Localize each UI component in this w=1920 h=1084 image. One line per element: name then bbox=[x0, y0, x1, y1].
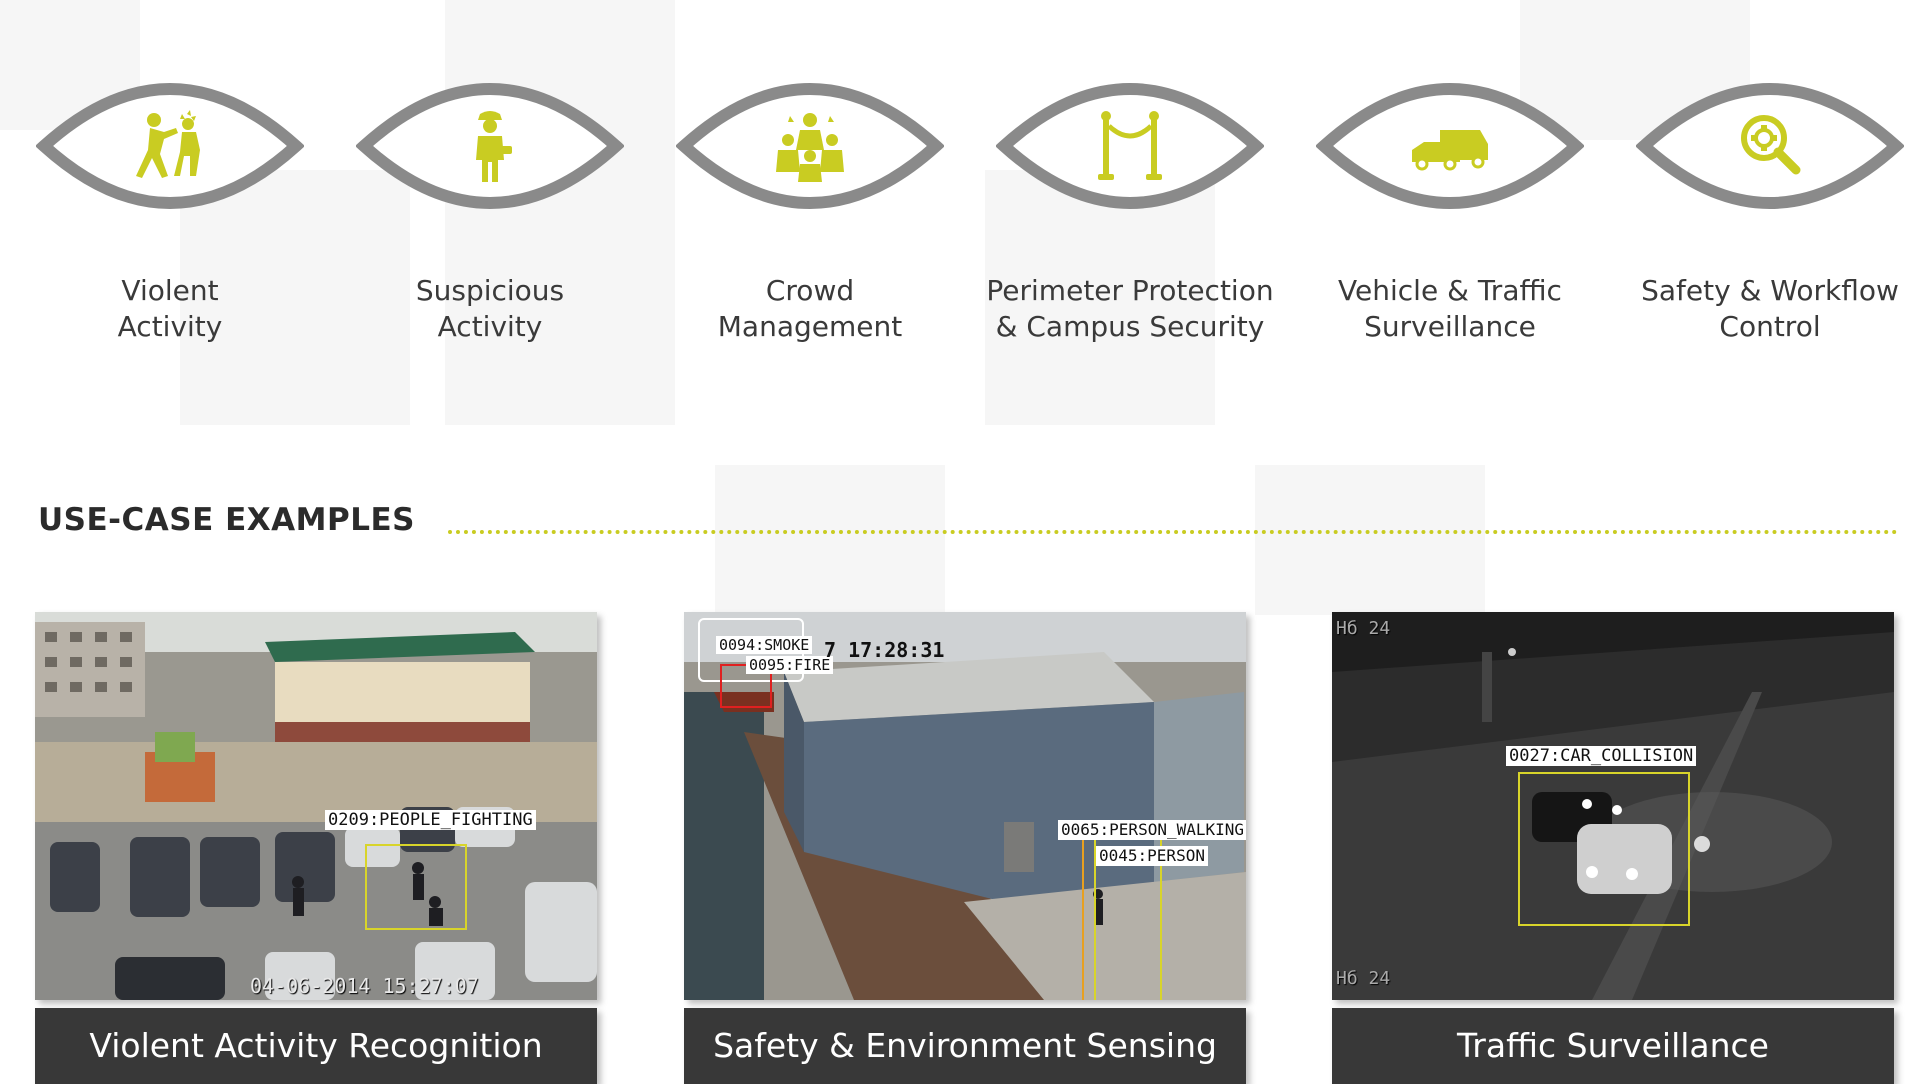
scene-illustration bbox=[35, 612, 597, 1000]
surveillance-frame: 0209:PEOPLE_FIGHTING 04-06-2014 15:27:07 bbox=[35, 612, 597, 1000]
barrier-rope-icon bbox=[1098, 111, 1162, 180]
example-caption: Violent Activity Recognition bbox=[35, 1008, 597, 1084]
section-title: USE-CASE EXAMPLES bbox=[38, 502, 415, 538]
dotted-divider bbox=[448, 530, 1898, 534]
category-vehicle-traffic[interactable]: Vehicle & Traffic Surveillance bbox=[1290, 68, 1610, 368]
label-line: Activity bbox=[117, 310, 223, 343]
category-label: Suspicious Activity bbox=[330, 273, 650, 345]
category-label: Safety & Workflow Control bbox=[1610, 273, 1920, 345]
scene-illustration bbox=[1332, 612, 1894, 1000]
detection-label: 0027:CAR_COLLISION bbox=[1506, 746, 1697, 766]
channel-logo: Нб 24 bbox=[1336, 618, 1391, 639]
detection-label: 0094:SMOKE bbox=[716, 636, 813, 654]
eye-frame bbox=[1636, 68, 1904, 224]
timestamp-overlay: 04-06-2014 15:27:07 bbox=[250, 974, 479, 998]
category-label: Violent Activity bbox=[10, 273, 330, 345]
bg-block bbox=[715, 465, 945, 615]
example-card-violent[interactable]: 0209:PEOPLE_FIGHTING 04-06-2014 15:27:07… bbox=[35, 612, 597, 1084]
category-label: Perimeter Protection & Campus Security bbox=[970, 273, 1290, 345]
eye-frame bbox=[36, 68, 304, 224]
category-perimeter-protection[interactable]: Perimeter Protection & Campus Security bbox=[970, 68, 1290, 368]
category-violent-activity[interactable]: Violent Activity bbox=[10, 68, 330, 368]
section-header: USE-CASE EXAMPLES bbox=[38, 502, 1898, 542]
category-crowd-management[interactable]: Crowd Management bbox=[650, 68, 970, 368]
crowd-icon bbox=[776, 113, 844, 182]
eye-frame bbox=[996, 68, 1264, 224]
example-card-traffic[interactable]: Нб 24 Нб 24 0027:CAR_COLLISION Traffic S… bbox=[1332, 612, 1894, 1084]
label-line: Management bbox=[717, 310, 903, 343]
clock-overlay: 7 17:28:31 bbox=[824, 638, 945, 662]
scene-illustration bbox=[684, 612, 1246, 1000]
detection-label: 0045:PERSON bbox=[1096, 846, 1208, 866]
eye-frame bbox=[356, 68, 624, 224]
detection-label: 0095:FIRE bbox=[746, 656, 834, 674]
eye-frame bbox=[1316, 68, 1584, 224]
magnifier-gear-icon bbox=[1741, 115, 1801, 175]
channel-logo-bottom: Нб 24 bbox=[1336, 968, 1391, 989]
label-line: Control bbox=[1719, 310, 1821, 343]
label-line: Surveillance bbox=[1364, 310, 1536, 343]
detection-label: 0065:PERSON_WALKING bbox=[1058, 820, 1246, 840]
category-safety-workflow[interactable]: Safety & Workflow Control bbox=[1610, 68, 1920, 368]
fighting-people-icon bbox=[136, 110, 200, 178]
category-label: Vehicle & Traffic Surveillance bbox=[1290, 273, 1610, 345]
label-line: Activity bbox=[437, 310, 543, 343]
label-line: Suspicious bbox=[415, 274, 565, 307]
capabilities-row: Violent Activity Suspicious Activity bbox=[0, 0, 1920, 400]
vehicles-icon bbox=[1412, 130, 1488, 171]
detection-box bbox=[1518, 772, 1690, 926]
surveillance-frame: Нб 24 Нб 24 0027:CAR_COLLISION bbox=[1332, 612, 1894, 1000]
bg-block bbox=[1255, 465, 1485, 615]
label-line: Crowd bbox=[765, 274, 855, 307]
example-caption: Safety & Environment Sensing bbox=[684, 1008, 1246, 1084]
category-suspicious-activity[interactable]: Suspicious Activity bbox=[330, 68, 650, 368]
label-line: Safety & Workflow bbox=[1641, 274, 1899, 307]
label-line: Vehicle & Traffic bbox=[1338, 274, 1562, 307]
detection-label: 0209:PEOPLE_FIGHTING bbox=[325, 810, 536, 830]
category-label: Crowd Management bbox=[650, 273, 970, 345]
suspicious-person-icon bbox=[476, 111, 512, 182]
label-line: Violent bbox=[121, 274, 219, 307]
surveillance-frame: 0094:SMOKE 0095:FIRE 7 17:28:31 0065:PER… bbox=[684, 612, 1246, 1000]
example-caption: Traffic Surveillance bbox=[1332, 1008, 1894, 1084]
label-line: & Campus Security bbox=[995, 310, 1265, 343]
bg-block bbox=[445, 0, 675, 425]
bg-block bbox=[180, 170, 410, 425]
bg-block bbox=[985, 170, 1215, 425]
example-card-safety[interactable]: 0094:SMOKE 0095:FIRE 7 17:28:31 0065:PER… bbox=[684, 612, 1246, 1084]
detection-box bbox=[365, 844, 467, 930]
eye-frame bbox=[676, 68, 944, 224]
label-line: Perimeter Protection bbox=[986, 274, 1274, 307]
